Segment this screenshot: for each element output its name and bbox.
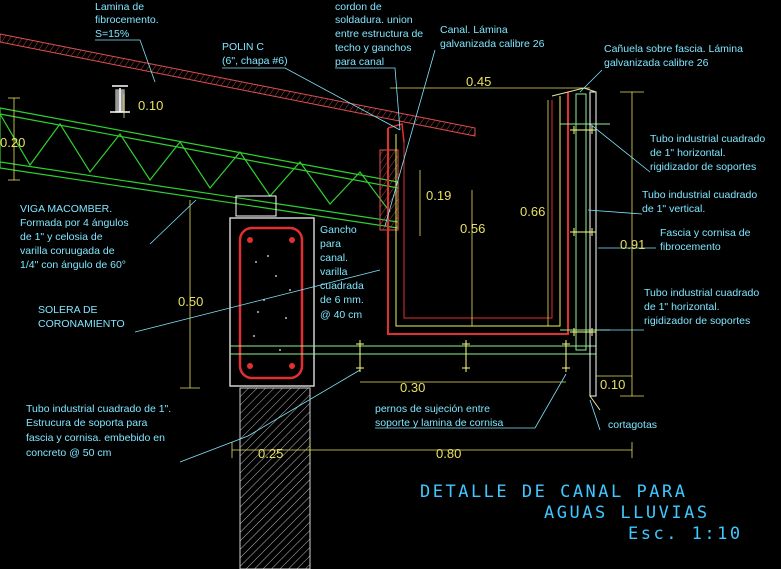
title-line-2: AGUAS LLUVIAS <box>544 503 710 523</box>
bolts <box>356 126 596 372</box>
dim-020: 0.20 <box>0 135 25 150</box>
dim-050: 0.50 <box>178 294 203 309</box>
leader-lines <box>95 39 656 463</box>
dim-091: 0.91 <box>620 237 645 252</box>
wall <box>239 387 311 569</box>
dim-045: 0.45 <box>466 74 491 89</box>
title-scale: Esc. 1:10 <box>628 524 743 544</box>
dim-030: 0.30 <box>400 380 425 395</box>
cortagotas-label: cortagotas <box>608 419 657 431</box>
dim-025: 0.25 <box>258 446 283 461</box>
polin-label: POLIN C(6", chapa #6) <box>222 41 288 67</box>
dim-019: 0.19 <box>426 188 451 203</box>
dim-010-bottom: 0.10 <box>600 377 625 392</box>
purlin-c <box>110 85 130 113</box>
dim-056: 0.56 <box>460 221 485 236</box>
gutter <box>387 92 569 335</box>
title-line-1: DETALLE DE CANAL PARA <box>420 482 687 502</box>
dimension-lines <box>8 87 644 458</box>
dim-080: 0.80 <box>436 446 461 461</box>
dim-010-top: 0.10 <box>138 98 163 113</box>
roof-sheet <box>0 33 476 137</box>
tubo-industrial-label: Tubo industrial cuadrado de 1".Estrucura… <box>26 403 171 459</box>
dim-066: 0.66 <box>520 204 545 219</box>
bond-beam <box>229 195 315 387</box>
